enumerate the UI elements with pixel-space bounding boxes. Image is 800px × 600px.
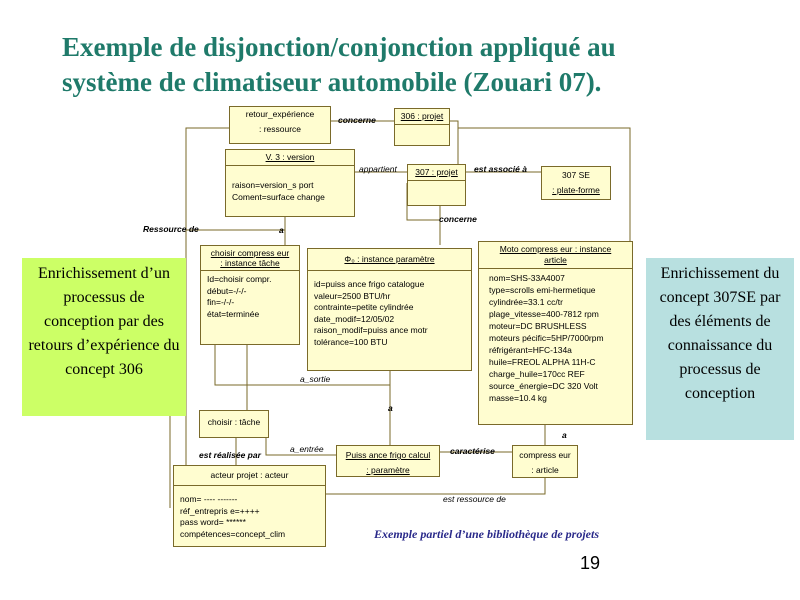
plate-forme-sub: : plate-forme [552, 185, 600, 195]
compresseur-sub: : article [531, 465, 559, 475]
retour-experience-box: retour_expérience : ressource [229, 106, 331, 144]
diagram-caption: Exemple partiel d’une bibliothèque de pr… [374, 527, 599, 541]
version-name: V. 3 : version [226, 150, 354, 166]
slide-title: Exemple de disjonction/conjonction appli… [62, 30, 762, 100]
moto-compresseur-attr: type=scrolls emi-hermetique [489, 285, 596, 295]
title-line-2: système de climatiseur automobile (Zouar… [62, 67, 602, 97]
compresseur-box: compress eur : article [512, 445, 578, 478]
moto-compresseur-attr: cylindrée=33.1 cc/tr [489, 297, 563, 307]
acteur-projet-box: acteur projet : acteur nom= ---- -------… [173, 465, 326, 547]
note-enrichissement-concept: Enrichissement du concept 307SE par des … [646, 258, 794, 440]
title-line-1: Exemple de disjonction/conjonction appli… [62, 32, 616, 62]
puissance-frigo-box: Puiss ance frigo calcul : paramètre [336, 445, 440, 477]
acteur-projet-attr: pass word= ****** [180, 517, 246, 527]
acteur-projet-attr: nom= ---- ------- [180, 494, 238, 504]
choisir-compresseur-attr: Id=choisir compr. [207, 274, 272, 284]
label-a-3: a [562, 430, 567, 440]
moto-compresseur-attr: masse=10.4 kg [489, 393, 547, 403]
compresseur-name: compress eur [519, 450, 571, 460]
label-a-sortie: a_sortie [300, 374, 331, 384]
instance-parametre-attr: valeur=2500 BTU/hr [314, 290, 391, 301]
version-box: V. 3 : version raison=version_s port Com… [225, 149, 355, 217]
choisir-compresseur-attr: fin=-/-/- [207, 297, 235, 307]
puissance-frigo-name: Puiss ance frigo calcul [345, 450, 431, 460]
choisir-tache-name: choisir : tâche [207, 417, 261, 427]
label-est-associe: est associé à [474, 164, 527, 174]
moto-compresseur-name: Moto compress eur : instance [499, 244, 612, 254]
moto-compresseur-attr: moteurs pécific=5HP/7000rpm [489, 333, 604, 343]
moto-compresseur-attr: moteur=DC BRUSHLESS [489, 321, 587, 331]
plate-forme-name: 307 SE [562, 170, 590, 180]
label-a-2: a [388, 403, 393, 413]
label-a-entree: a_entrée [290, 444, 324, 454]
moto-compresseur-attr: charge_huile=170cc REF [489, 369, 585, 379]
instance-parametre-attr: tolérance=100 BTU [314, 336, 388, 347]
projet-306-box: 306 : projet [394, 108, 450, 146]
moto-compresseur-attr: source_énergie=DC 320 Volt [489, 381, 598, 391]
instance-parametre-box: Φ₀ : instance paramètre id=puiss ance fr… [307, 248, 472, 371]
label-est-ressource: est ressource de [443, 494, 506, 504]
note-retour-experience: Enrichissement d’un processus de concept… [22, 258, 186, 416]
choisir-tache-box: choisir : tâche [199, 410, 269, 438]
choisir-compresseur-sub: : instance tâche [220, 258, 280, 268]
moto-compresseur-attr: réfrigérant=HFC-134a [489, 345, 572, 355]
version-attr: Coment=surface change [232, 191, 325, 202]
label-est-realisee: est réalisée par [199, 450, 261, 460]
version-attr: raison=version_s port [232, 180, 314, 190]
label-concerne: concerne [338, 115, 376, 125]
label-ressource-de: Ressource de [143, 224, 199, 234]
choisir-compresseur-name: choisir compress eur [210, 248, 290, 258]
acteur-projet-attr: réf_entrepris e=++++ [180, 505, 260, 516]
retour-experience-name: retour_expérience [245, 109, 315, 119]
instance-parametre-name: Φ₀ : instance paramètre [308, 249, 471, 271]
label-a-1: a [279, 225, 284, 235]
plate-forme-307se-box: 307 SE : plate-forme [541, 166, 611, 200]
label-caracterise: caractérise [450, 446, 495, 456]
moto-compresseur-attr: huile=FREOL ALPHA 11H-C [489, 357, 596, 367]
instance-parametre-attr: contrainte=petite cylindrée [314, 302, 414, 312]
page-number: 19 [580, 553, 601, 573]
instance-parametre-attr: raison_modif=puiss ance motr [314, 325, 428, 335]
label-concerne-2: concerne [439, 214, 477, 224]
moto-compresseur-attr: nom=SHS-33A4007 [489, 273, 565, 283]
puissance-frigo-sub: : paramètre [366, 465, 410, 475]
moto-compresseur-sub: article [544, 255, 567, 265]
projet-307-name: 307 : projet [408, 165, 465, 181]
choisir-compresseur-attr: état=terminée [207, 308, 260, 319]
acteur-projet-name: acteur projet : acteur [174, 466, 325, 486]
choisir-compresseur-box: choisir compress eur : instance tâche Id… [200, 245, 300, 345]
moto-compresseur-box: Moto compress eur : instance article nom… [478, 241, 633, 425]
choisir-compresseur-attr: début=-/-/- [207, 285, 247, 296]
instance-parametre-attr: id=puiss ance frigo catalogue [314, 279, 425, 289]
moto-compresseur-attr: plage_vitesse=400-7812 rpm [489, 309, 599, 319]
projet-306-name: 306 : projet [395, 109, 449, 125]
acteur-projet-attr: compétences=concept_clim [180, 528, 286, 539]
instance-parametre-attr: date_modif=12/05/02 [314, 313, 395, 324]
projet-307-box: 307 : projet [407, 164, 466, 206]
label-appartient: appartient [359, 164, 397, 174]
retour-experience-sub: : ressource [258, 124, 302, 134]
